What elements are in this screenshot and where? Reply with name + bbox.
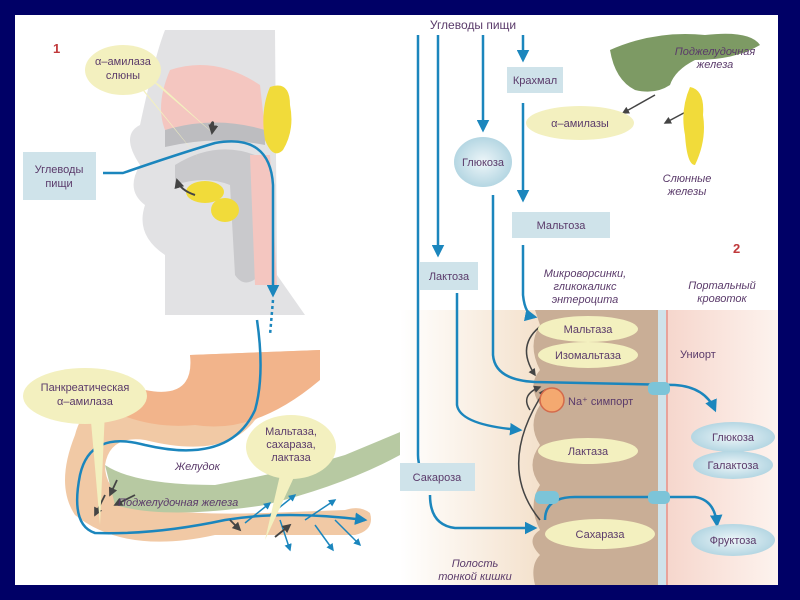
maltose-label: Мальтоза [537, 220, 587, 232]
salivary-label-2: железы [667, 186, 707, 198]
lumen-label-2: тонкой кишки [438, 571, 511, 583]
product-glucose-label: Глюкоза [712, 432, 755, 444]
saliva-arrow-icon [208, 121, 219, 135]
salivary-gland-icon [683, 87, 704, 165]
na-symport-icon [539, 387, 565, 413]
salivary-glands-icon [186, 85, 292, 222]
pancreas-icon [610, 33, 760, 92]
microvilli-label-2: гликокаликс [553, 281, 617, 293]
input-carbohydrates-box [23, 152, 96, 200]
callout-brush-border-enzymes [246, 415, 336, 479]
stomach-label: Желудок [174, 461, 221, 473]
callout-pointer [90, 410, 105, 525]
pancreas-label-right-1: Поджелудочная [675, 46, 756, 58]
lactose-box [420, 262, 478, 290]
enzyme-maltase [538, 316, 638, 342]
amylases-label: α–амилазы [551, 118, 609, 130]
callout-pancreatic-line2: α–амилаза [57, 396, 114, 408]
callout-pointer [130, 75, 200, 160]
enzyme-maltase-label: Мальтаза [564, 324, 614, 336]
callout-saliva-line2: слюны [106, 70, 140, 82]
product-fructose [691, 524, 775, 556]
uniport-label: Униорт [680, 349, 716, 361]
portal-label-2: кровоток [697, 293, 747, 305]
maltose-box [512, 212, 610, 238]
glucose-label: Глюкоза [462, 157, 505, 169]
amylases-ellipse [526, 106, 634, 140]
callout-brush-line1: Мальтаза, [265, 426, 317, 438]
lactose-label: Лактоза [429, 271, 470, 283]
enzyme-isomaltase-label: Изомальтаза [555, 350, 622, 362]
product-fructose-label: Фруктоза [710, 535, 758, 547]
panel-number-2: 2 [733, 241, 740, 256]
callout-pointer [145, 75, 215, 135]
panel-number-1: 1 [53, 41, 60, 56]
flow-path-mouth [103, 140, 280, 298]
fructose-transporter-basolateral-icon [648, 491, 670, 504]
callout-pointer [265, 475, 295, 540]
fructose-transporter-apical-icon [535, 491, 559, 504]
starch-label: Крахмал [513, 75, 557, 87]
diagram-panel: α–амилаза слюны 1 Углеводы пищи Панкреат… [15, 15, 778, 585]
lumen-label-1: Полость [452, 558, 499, 570]
callout-brush-line2: сахараза, [266, 439, 315, 451]
enzyme-sucrase-label: Сахараза [576, 529, 626, 541]
salivary-label-1: Слюнные [663, 173, 712, 185]
product-glucose [691, 422, 775, 452]
callout-brush-line3: лактаза [271, 452, 311, 464]
product-galactose-label: Галактоза [708, 460, 760, 472]
enzyme-isomaltase [538, 342, 638, 368]
na-symport-label: Na⁺ симпорт [568, 396, 633, 408]
input-box-line2: пищи [45, 178, 72, 190]
microvilli-label-1: Микроворсинки, [544, 268, 626, 280]
starch-box [507, 67, 563, 93]
right-top-title: Углеводы пищи [430, 18, 516, 32]
sucrose-label: Сакароза [413, 472, 463, 484]
basolateral-membrane [658, 310, 666, 585]
enzyme-product-arrows [517, 94, 696, 521]
enzyme-lactase [538, 438, 638, 464]
head-illustration [130, 30, 305, 315]
digestion-diagram: α–амилаза слюны 1 Углеводы пищи Панкреат… [23, 18, 778, 585]
sucrose-box [400, 463, 475, 491]
saliva-arrow-icon [174, 178, 196, 196]
product-galactose [693, 451, 773, 479]
callout-saliva-line1: α–амилаза [95, 56, 152, 68]
pancreas-label-right-2: железа [696, 59, 734, 71]
portal-label-1: Портальный [688, 280, 756, 292]
enzyme-lactase-label: Лактаза [568, 446, 609, 458]
microvilli-label-3: энтероцита [552, 294, 619, 306]
flow-path-intestine [75, 319, 368, 535]
input-box-line1: Углеводы [35, 164, 84, 176]
glucose-ellipse [454, 137, 512, 187]
callout-pancreatic-amylase [23, 368, 147, 424]
uniport-transporter-icon [648, 382, 670, 395]
callout-pancreatic-line1: Панкреатическая [41, 382, 130, 394]
pancreas-label-left: Поджелудочная железа [118, 497, 238, 509]
intestinal-lumen-area [400, 310, 540, 585]
callout-saliva-amylase [85, 45, 161, 95]
enzyme-sucrase [545, 519, 655, 549]
